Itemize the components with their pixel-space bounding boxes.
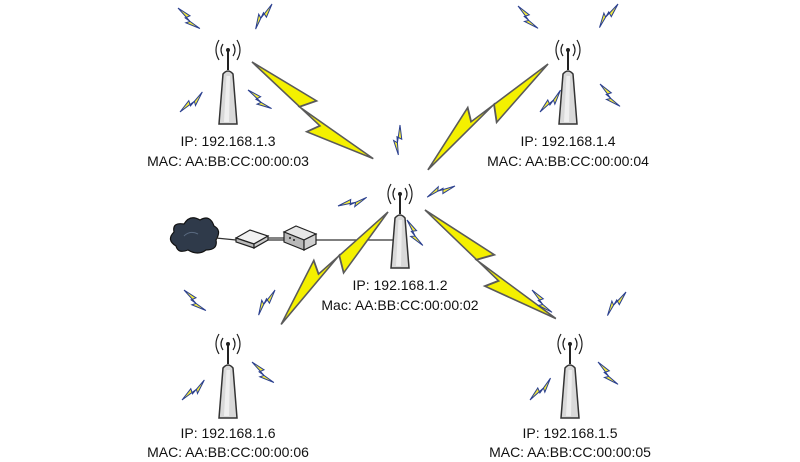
small-bolt-group [173, 0, 629, 405]
wired-link-line [215, 237, 237, 241]
node-label-top-left: IP: 192.168.1.3 MAC: AA:BB:CC:00:00:03 [147, 133, 309, 169]
mac-address-label: MAC: AA:BB:CC:00:00:05 [489, 444, 651, 460]
lightning-bolt-icon [412, 200, 562, 337]
antenna-tower-icon [555, 39, 581, 125]
mac-address-label: MAC: AA:BB:CC:00:00:06 [147, 444, 309, 460]
node-label-bottom-left: IP: 192.168.1.6 MAC: AA:BB:CC:00:00:06 [147, 425, 309, 460]
antenna-tower-icon [215, 39, 241, 125]
antenna-tower-icon [215, 333, 241, 419]
ip-address-label: IP: 192.168.1.2 [353, 277, 448, 293]
cloud-icon [169, 217, 220, 254]
ip-address-label: IP: 192.168.1.5 [523, 425, 618, 441]
node-label-bottom-right: IP: 192.168.1.5 MAC: AA:BB:CC:00:00:05 [489, 425, 651, 460]
ip-address-label: IP: 192.168.1.3 [181, 133, 276, 149]
modem-icon [234, 229, 270, 250]
antenna-tower-icon [557, 333, 583, 419]
ip-address-label: IP: 192.168.1.6 [181, 425, 276, 441]
mac-address-label: MAC: AA:BB:CC:00:00:03 [147, 153, 309, 169]
router-icon [282, 225, 318, 251]
mac-address-label: MAC: AA:BB:CC:00:00:04 [487, 153, 649, 169]
mac-address-label: Mac: AA:BB:CC:00:00:02 [321, 297, 478, 313]
node-label-top-right: IP: 192.168.1.4 MAC: AA:BB:CC:00:00:04 [487, 133, 649, 169]
node-label-center: IP: 192.168.1.2 Mac: AA:BB:CC:00:00:02 [321, 277, 478, 313]
ip-address-label: IP: 192.168.1.4 [521, 133, 616, 149]
antenna-tower-icon [387, 183, 413, 269]
